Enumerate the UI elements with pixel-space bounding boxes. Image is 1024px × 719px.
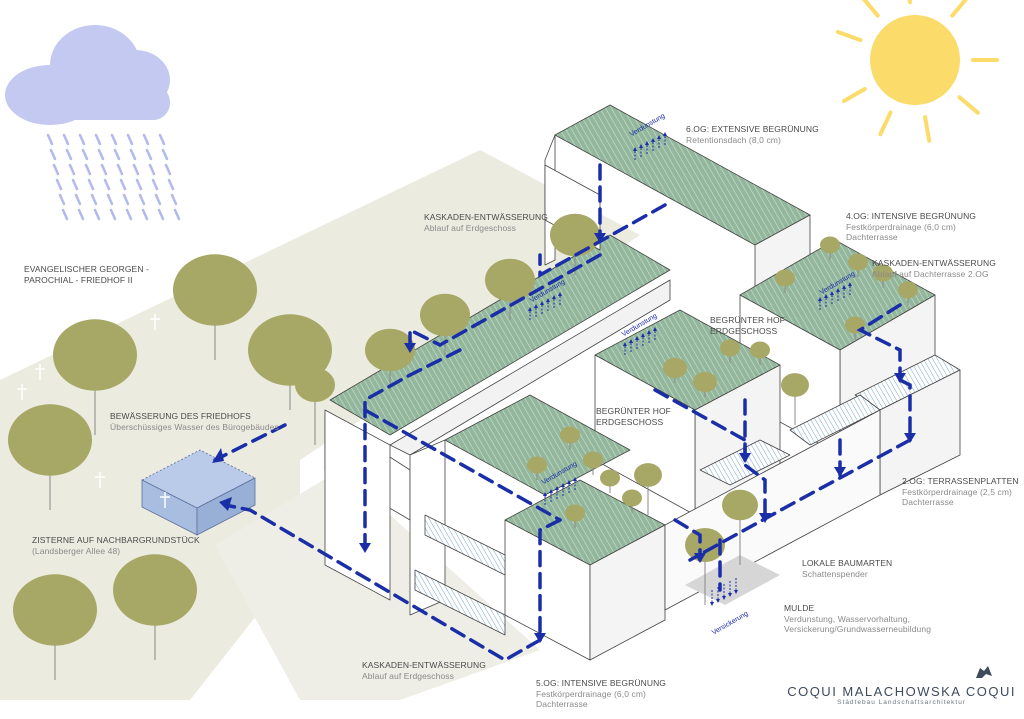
label-kaskade-bottom-title: KASKADEN-ENTWÄSSERUNG — [362, 660, 486, 670]
label-hof-left-line2: ERDGESCHOSS — [596, 416, 664, 427]
label-hof-right: BEGRÜNTER HOF ERDGESCHOSS — [710, 315, 785, 336]
label-friedhof-line2: PAROCHIAL - FRIEDHOF II — [24, 274, 133, 285]
label-mulde: MULDE Verdunstung, Wasservorhaltung, Ver… — [784, 603, 931, 635]
frog-logo-icon — [976, 666, 992, 678]
label-2og-title: 2.OG: TERRASSENPLATTEN — [902, 476, 1019, 486]
label-baumarten-title: LOKALE BAUMARTEN — [802, 558, 893, 568]
label-4og-sub1: Festkörperdrainage (6,0 cm) — [846, 221, 956, 232]
label-hof-right-line1: BEGRÜNTER HOF — [710, 315, 785, 325]
grave-crosses — [17, 282, 170, 508]
company-logo: COQUI MALACHOWSKA COQUI Städtebau Landsc… — [787, 666, 1016, 706]
label-zisterne-sub: (Landsberger Allee 48) — [32, 545, 121, 556]
label-5og: 5.OG: INTENSIVE BEGRÜNUNG Festkörperdrai… — [536, 678, 666, 710]
label-zisterne-title: ZISTERNE AUF NACHBARGRUNDSTÜCK — [32, 535, 200, 545]
label-mulde-sub1: Verdunstung, Wasservorhaltung, — [784, 613, 911, 624]
label-kaskade-bottom: KASKADEN-ENTWÄSSERUNG Ablauf auf Erdgesc… — [362, 660, 486, 681]
label-6og-sub: Retentionsdach (8,0 cm) — [686, 134, 781, 145]
cloud-icon — [5, 25, 170, 125]
label-bewaesserung-title: BEWÄSSERUNG DES FRIEDHOFS — [110, 411, 251, 421]
flow-arrowheads — [212, 233, 916, 643]
label-2og-sub2: Dachterrasse — [902, 497, 954, 507]
trees — [8, 213, 918, 680]
logo-subtitle: Städtebau Landschaftsarchitektur — [837, 699, 967, 706]
label-baumarten-sub: Schattenspender — [802, 568, 868, 579]
evaporation-arrows — [528, 132, 852, 606]
label-5og-sub2: Dachterrasse — [536, 699, 588, 709]
label-hof-left-line1: BEGRÜNTER HOF — [596, 406, 671, 416]
label-bewaesserung: BEWÄSSERUNG DES FRIEDHOFS Überschüssiges… — [110, 411, 279, 432]
label-kaskade-right-title: KASKADEN-ENTWÄSSERUNG — [872, 258, 996, 268]
label-2og: 2.OG: TERRASSENPLATTEN Festkörperdrainag… — [902, 476, 1019, 508]
label-friedhof-line1: EVANGELISCHER GEORGEN - — [24, 264, 149, 274]
label-5og-sub1: Festkörperdrainage (6,0 cm) — [536, 688, 646, 699]
swale — [685, 555, 780, 605]
sun-icon — [835, 0, 999, 143]
label-mulde-sub2: Versickerung/Grundwasserneubildung — [784, 624, 932, 634]
label-4og-sub2: Dachterrasse — [846, 232, 898, 242]
label-5og-title: 5.OG: INTENSIVE BEGRÜNUNG — [536, 678, 667, 688]
label-mulde-title: MULDE — [784, 603, 815, 613]
rain-icon — [46, 133, 181, 221]
label-kaskade-top-title: KASKADEN-ENTWÄSSERUNG — [424, 212, 548, 222]
label-kaskade-top-sub: Ablauf auf Erdgeschoss — [424, 222, 516, 233]
label-kaskade-right-sub: Ablauf auf Dachterrasse 2.OG — [872, 268, 989, 279]
label-zisterne: ZISTERNE AUF NACHBARGRUNDSTÜCK (Landsber… — [32, 535, 200, 556]
label-friedhof: EVANGELISCHER GEORGEN - PAROCHIAL - FRIE… — [24, 264, 149, 285]
label-hof-right-line2: ERDGESCHOSS — [710, 325, 778, 336]
label-kaskade-bottom-sub: Ablauf auf Erdgeschoss — [362, 670, 454, 681]
label-2og-sub1: Festkörperdrainage (2,5 cm) — [902, 486, 1012, 497]
logo-name: COQUI MALACHOWSKA COQUI — [787, 684, 1016, 699]
water-flow-arrows — [213, 163, 912, 663]
label-kaskade-top: KASKADEN-ENTWÄSSERUNG Ablauf auf Erdgesc… — [424, 212, 548, 233]
label-4og: 4.OG: INTENSIVE BEGRÜNUNG Festkörperdrai… — [846, 211, 976, 243]
label-baumarten: LOKALE BAUMARTEN Schattenspender — [802, 558, 892, 579]
label-4og-title: 4.OG: INTENSIVE BEGRÜNUNG — [846, 211, 977, 221]
label-6og-title: 6.OG: EXTENSIVE BEGRÜNUNG — [686, 124, 819, 134]
label-bewaesserung-sub: Überschüssiges Wasser des Bürogebäudes — [110, 421, 279, 432]
label-hof-left: BEGRÜNTER HOF ERDGESCHOSS — [596, 406, 671, 427]
label-6og: 6.OG: EXTENSIVE BEGRÜNUNG Retentionsdach… — [686, 124, 819, 145]
label-kaskade-right: KASKADEN-ENTWÄSSERUNG Ablauf auf Dachter… — [872, 258, 996, 279]
building — [324, 104, 961, 661]
